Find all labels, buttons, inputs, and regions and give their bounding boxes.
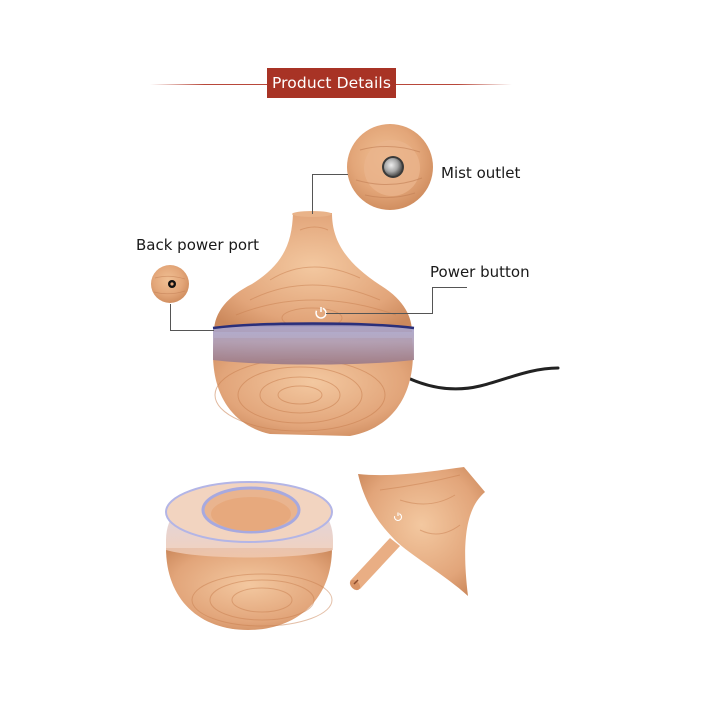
power-cable (406, 366, 560, 391)
diffuser-base-open (165, 481, 333, 630)
power-button-leader-top (432, 287, 467, 288)
assembled-diffuser (212, 211, 415, 436)
back-port-leader-v (170, 304, 171, 331)
mist-outlet-label: Mist outlet (441, 164, 521, 182)
mist-outlet-leader-v (312, 174, 313, 214)
back-power-port-label: Back power port (136, 236, 260, 254)
page-title: Product Details (267, 68, 396, 98)
back-power-port-detail (151, 265, 189, 303)
diffuser-lid (349, 467, 485, 596)
power-icon (315, 307, 327, 319)
mist-outlet-detail (347, 124, 433, 210)
power-button-leader-bottom (326, 313, 433, 314)
back-port-leader-h (170, 330, 214, 331)
power-button-leader-v (432, 287, 433, 313)
mist-outlet-leader-h (312, 174, 348, 175)
power-button-label: Power button (430, 263, 530, 281)
